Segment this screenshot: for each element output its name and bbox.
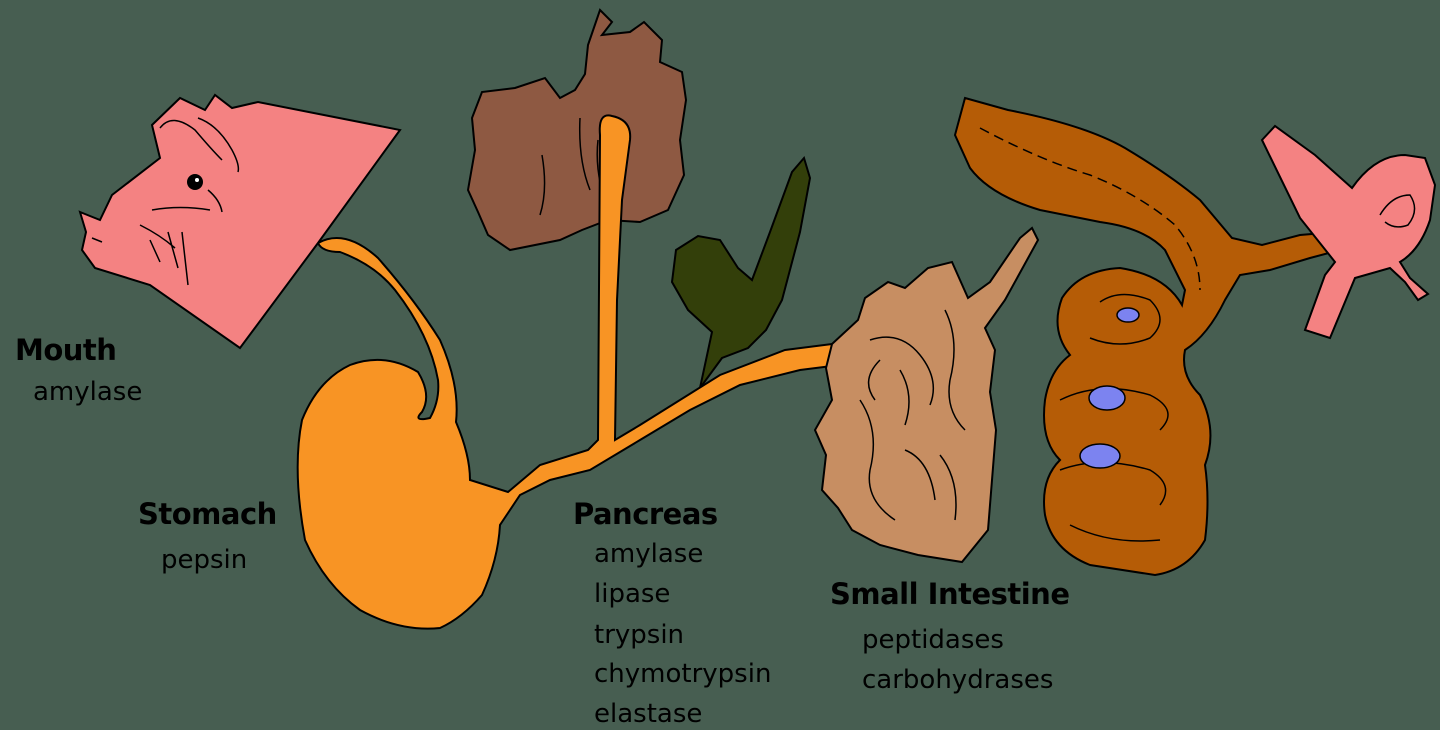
label-stomach-title: Stomach [138, 500, 277, 529]
label-small-intestine-enzyme: carbohydrases [862, 667, 1053, 693]
label-mouth-title: Mouth [15, 336, 116, 365]
label-small-intestine-enzyme: peptidases [862, 627, 1004, 653]
liver [468, 10, 686, 250]
small-intestine [815, 228, 1038, 562]
label-pancreas-enzyme: elastase [594, 701, 702, 727]
blue-spot [1089, 386, 1125, 410]
label-pancreas-enzyme: chymotrypsin [594, 661, 771, 687]
pig-tail [1262, 126, 1435, 338]
blue-spot [1117, 308, 1139, 322]
label-pancreas-enzyme: lipase [594, 581, 670, 607]
label-stomach-enzyme: pepsin [161, 547, 247, 573]
label-pancreas-enzyme: amylase [594, 541, 703, 567]
pig-head [80, 95, 400, 348]
label-mouth-enzyme: amylase [33, 379, 142, 405]
pig-eye [187, 174, 203, 190]
label-small-intestine-title: Small Intestine [830, 580, 1070, 609]
label-pancreas-title: Pancreas [573, 500, 718, 529]
label-pancreas-enzyme: trypsin [594, 622, 684, 648]
blue-spot [1080, 444, 1120, 468]
